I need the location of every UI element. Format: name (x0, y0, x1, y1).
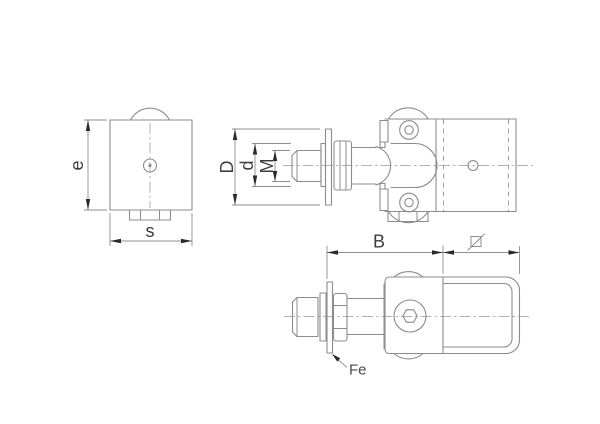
flange-plate (326, 281, 334, 354)
clamp-jaw (390, 142, 438, 189)
dimension-e: e (67, 119, 107, 211)
shank-and-ball (351, 145, 392, 186)
diameter-symbol-icon (467, 233, 485, 251)
fe-label: Fe (349, 362, 367, 379)
hole-center-dot (148, 163, 152, 168)
clamp-screw-head (393, 299, 427, 333)
front-view: e s (67, 107, 193, 246)
side-plate-bottom-step (379, 182, 386, 190)
side-plate-top (379, 119, 389, 143)
dim-label-e: e (67, 160, 87, 170)
screw-boss-top (393, 271, 424, 278)
dimension-D: D (217, 128, 320, 206)
shank (346, 283, 385, 350)
clamp-screw-top (399, 120, 419, 140)
bracket-bottom-hex-nut (387, 210, 429, 223)
side-plate-top-step (379, 141, 386, 149)
hex-socket (402, 309, 418, 323)
grease-hole (142, 158, 158, 173)
leader-arrow (332, 354, 341, 362)
threaded-stud (291, 296, 319, 338)
fitting-body (384, 271, 521, 360)
screw-boss-bottom (393, 352, 424, 360)
bracket-bottom-dome (387, 210, 429, 224)
washer (319, 292, 327, 342)
side-view: D d M (217, 107, 533, 224)
bracket-top-dome (387, 107, 429, 120)
dimension-B: B (326, 232, 444, 279)
dim-label-M: M (257, 159, 277, 174)
dimension-M: M (257, 150, 290, 182)
bottom-nut (128, 209, 172, 221)
side-plate-bottom (379, 188, 389, 212)
dim-label-d: d (237, 160, 257, 170)
dimension-d: d (237, 143, 291, 187)
dimension-diameter (443, 233, 520, 274)
tube-bore-wall (442, 282, 513, 348)
hex-nut (332, 292, 348, 342)
dim-label-s: s (146, 221, 155, 241)
flange-plate (324, 128, 333, 206)
clamp-screw-bottom (399, 192, 419, 213)
material-callout-fe: Fe (332, 354, 367, 379)
tube-sleeve (435, 118, 517, 213)
dim-label-B: B (373, 232, 385, 252)
cap-dome (129, 107, 171, 121)
dimension-s: s (109, 213, 193, 246)
clamp-bracket (379, 107, 438, 224)
bottom-view: B Fe (284, 232, 531, 379)
sleeve-hole (467, 159, 479, 172)
dim-label-D: D (217, 161, 237, 174)
hex-nut (333, 140, 353, 191)
